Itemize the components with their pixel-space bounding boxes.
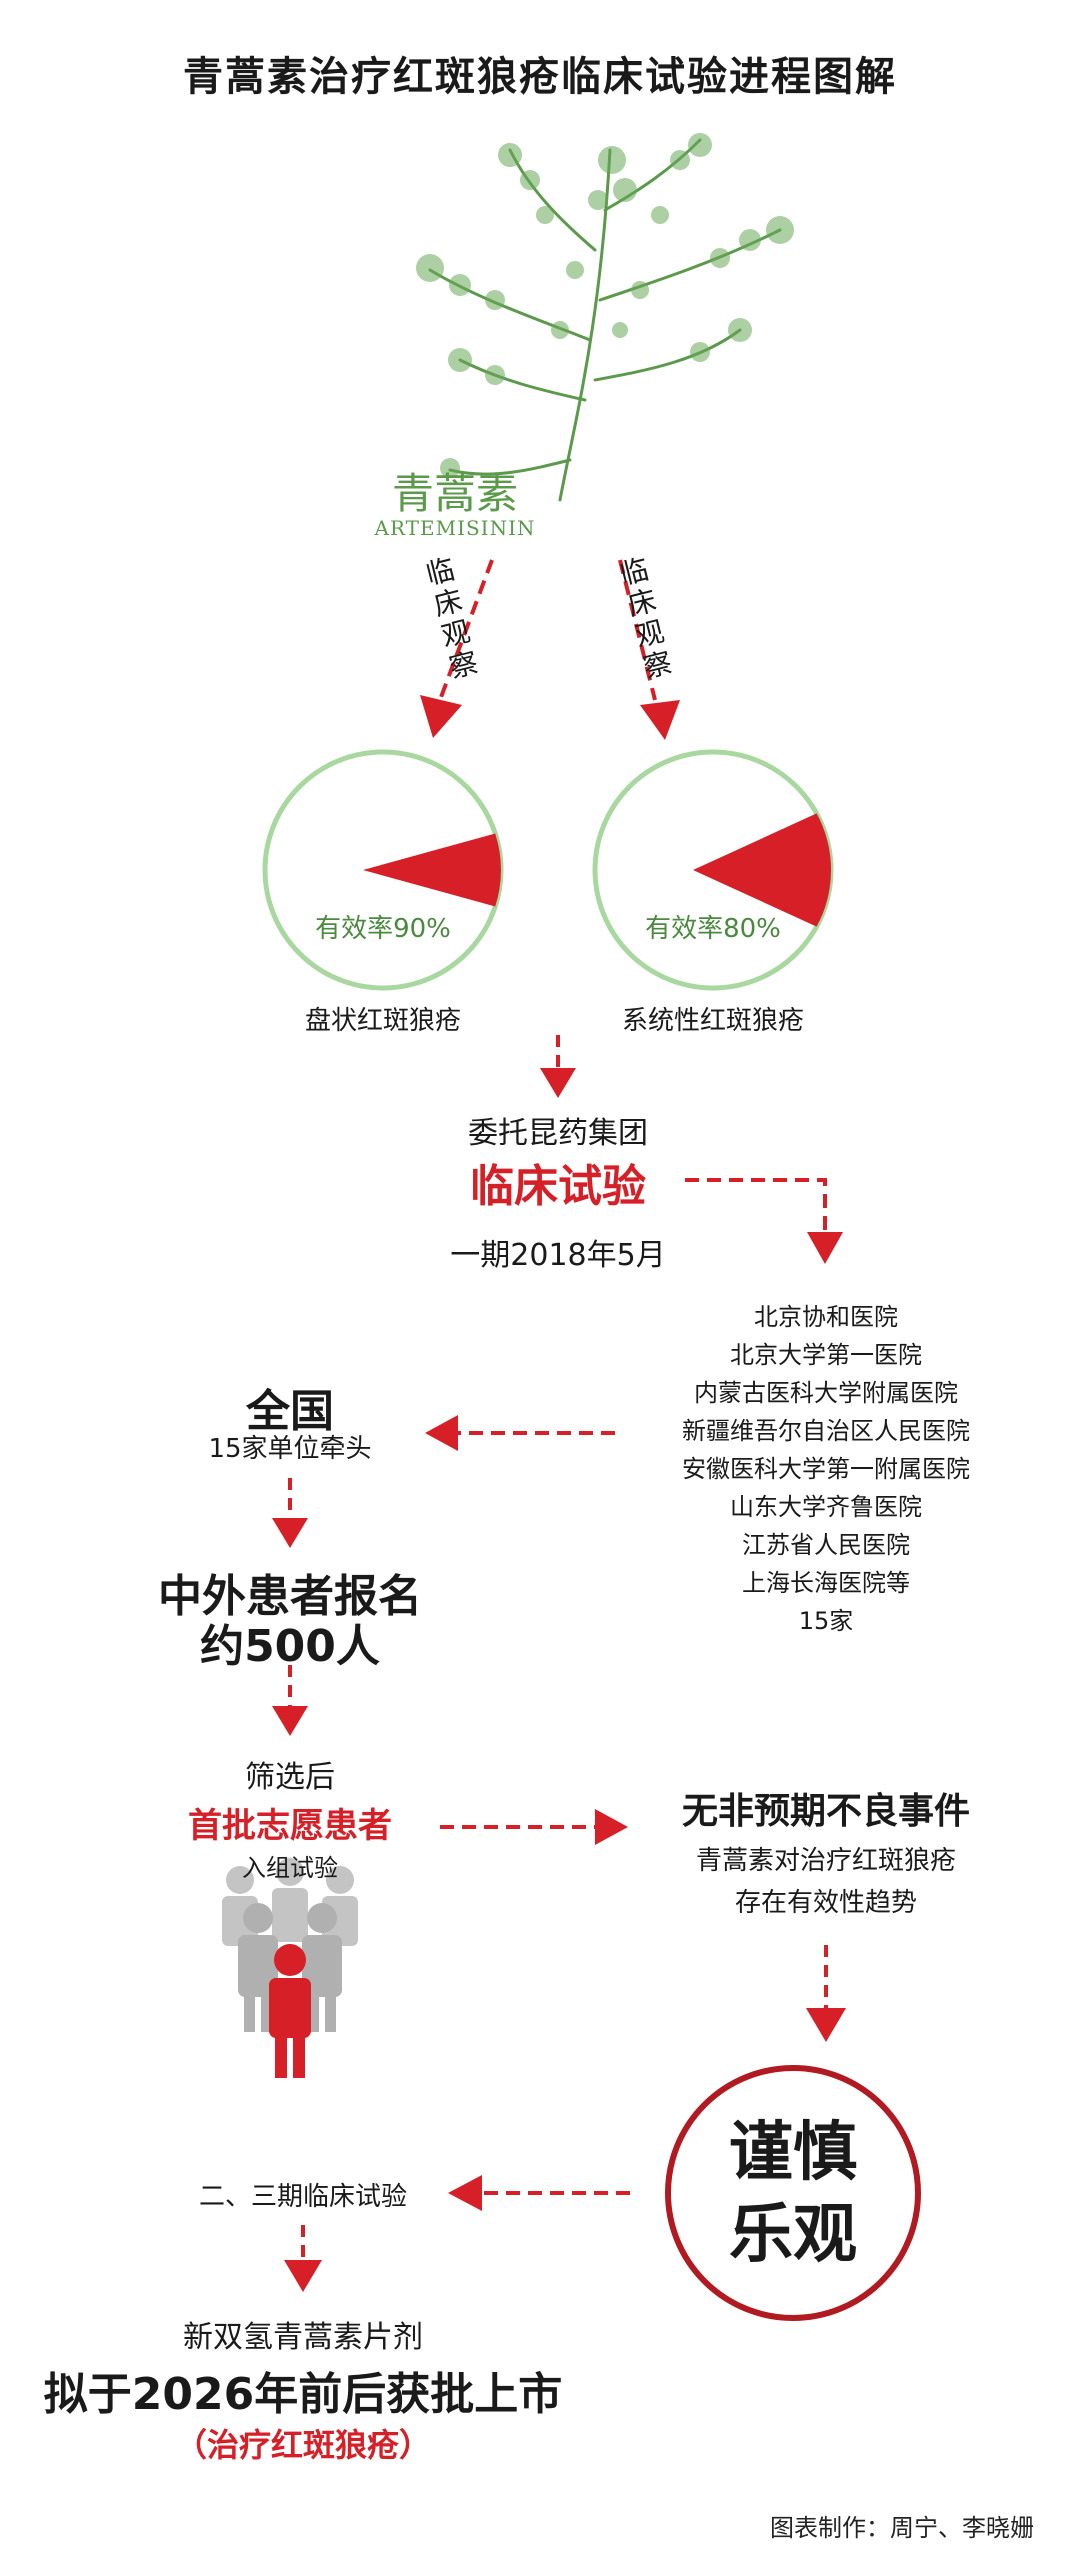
screening-post: 入组试验 [242,1854,338,1882]
nation-title: 全国 [246,1386,334,1437]
patients-line2: 约500人 [200,1621,380,1672]
credit: 图表制作：周宁、李晓姗 [770,2514,1034,2542]
arrow-trial-to-hospitals [685,1178,827,1235]
people-group-icon [222,1858,358,2078]
hospital-item: 北京协和医院 [754,1303,898,1331]
nation-subtitle: 15家单位牵头 [208,1434,372,1464]
rate-label-discoid: 有效率90% [315,914,451,944]
arrow-plant-to-systemic [618,559,657,701]
conclusion-line2: 乐观 [729,2198,857,2272]
hospital-item: 江苏省人民医院 [742,1531,910,1559]
conclusion-circle [665,2065,921,2321]
patients-line1: 中外患者报名 [158,1571,422,1622]
plant-foliage [416,133,794,478]
plant-latin-name: ARTEMISININ [374,516,536,540]
next-phase: 二、三期临床试验 [198,2182,408,2212]
conclusion-text: 谨慎 乐观 [729,2112,857,2276]
main-title: 青蒿素治疗红斑狼疮临床试验进程图解 [183,54,897,100]
arrowhead-next-phase [448,2175,482,2211]
screening-highlight: 首批志愿患者 [188,1806,392,1846]
product-plan: 拟于2026年前后获批上市 [43,2369,563,2420]
arrowhead-hospitals [807,1232,843,1264]
trial-commission: 委托昆药集团 [468,1116,648,1151]
product-name: 新双氢青蒿素片剂 [183,2320,423,2355]
hospital-item: 山东大学齐鲁医院 [730,1493,922,1521]
arrowhead-nation [425,1415,458,1451]
arrowhead-conclusion [806,2008,846,2042]
hospital-item: 15家 [798,1607,854,1635]
arrowhead-patients [272,1518,308,1548]
artemisia-plant-illustration [428,138,782,502]
rate-circle-discoid [262,749,504,991]
screening-pre: 筛选后 [245,1760,335,1795]
hospital-item: 安徽医科大学第一附属医院 [682,1455,970,1483]
plant-name: 青蒿素 [391,469,519,518]
rate-wedge-discoid [363,833,501,907]
trial-name: 临床试验 [470,1161,646,1212]
arrowhead-result [595,1809,628,1845]
arrowhead-discoid [420,695,462,738]
hospital-item: 内蒙古医科大学附属医院 [694,1379,958,1407]
rate-label-systemic: 有效率80% [645,914,781,944]
trial-phase1-date: 一期2018年5月 [450,1238,666,1273]
disease-discoid: 盘状红斑狼疮 [304,1006,462,1036]
conclusion-line1: 谨慎 [729,2116,857,2190]
arrowhead-to-trial [540,1068,576,1098]
result-line3: 存在有效性趋势 [734,1888,918,1918]
arrowhead-screening [272,1706,308,1736]
hospital-item: 上海长海医院等 [742,1569,910,1597]
arrowhead-systemic [640,700,680,740]
disease-systemic: 系统性红斑狼疮 [621,1006,805,1036]
result-line2: 青蒿素对治疗红斑狼疮 [695,1846,957,1876]
hospital-item: 北京大学第一医院 [730,1341,922,1369]
hospital-list: 北京协和医院北京大学第一医院内蒙古医科大学附属医院新疆维吾尔自治区人民医院安徽医… [682,1298,970,1640]
hospital-item: 新疆维吾尔自治区人民医院 [682,1417,970,1445]
rate-wedge-systemic [693,813,832,927]
arrow-plant-to-discoid [438,559,494,701]
result-line1: 无非预期不良事件 [681,1791,971,1832]
arrowhead-product [284,2260,322,2292]
product-indication: （治疗红斑狼疮） [174,2426,432,2464]
